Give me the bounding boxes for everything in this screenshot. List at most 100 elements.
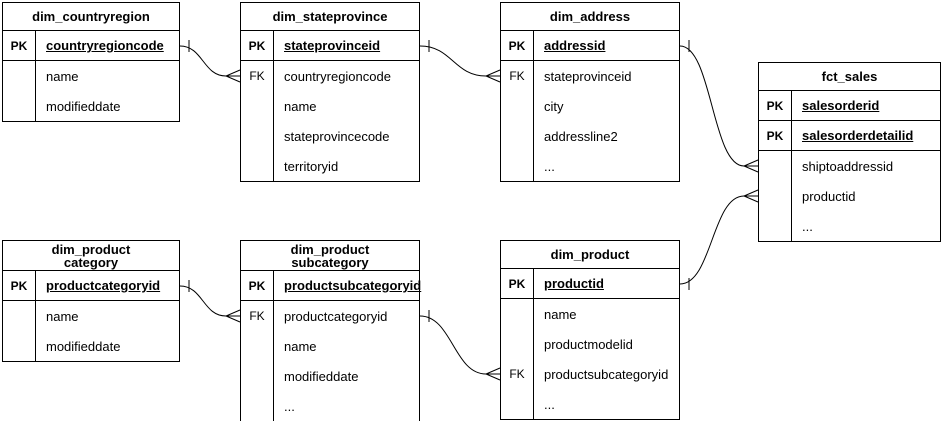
column-name: shiptoaddressid — [802, 158, 894, 174]
relationship-line[interactable] — [419, 315, 487, 375]
cardinality-many-crowfoot-icon — [484, 367, 501, 381]
column-name: name — [46, 68, 79, 84]
entity-dim-product-category[interactable]: dim_product category PK productcategoryi… — [2, 240, 180, 362]
fk-badge: FK — [241, 301, 274, 331]
key-badge — [501, 329, 534, 359]
entity-dim-product[interactable]: dim_product PK productid name productmod… — [500, 240, 680, 420]
table-row: modifieddate — [3, 331, 179, 361]
relationship-line[interactable] — [179, 45, 227, 77]
table-row: productmodelid — [501, 329, 679, 359]
table-row: PK salesorderdetailid — [759, 121, 940, 151]
table-row: PK stateprovinceid — [241, 31, 419, 61]
column-name: productcategoryid — [284, 308, 388, 324]
pk-badge: PK — [3, 31, 36, 60]
column-name: countryregioncode — [46, 38, 164, 53]
key-badge — [241, 121, 274, 151]
column-name: productsubcategoryid — [544, 366, 669, 382]
relationship-dim_countryregion--dim_stateprovince[interactable] — [179, 40, 241, 83]
table-row: addressline2 — [501, 121, 679, 151]
relationship-line[interactable] — [679, 195, 745, 285]
table-row: productid — [759, 181, 940, 211]
key-badge — [759, 181, 792, 211]
column-name: countryregioncode — [284, 68, 391, 84]
key-badge — [501, 91, 534, 121]
fk-badge: FK — [501, 359, 534, 389]
key-badge — [3, 61, 36, 91]
table-row: FK countryregioncode — [241, 61, 419, 91]
table-row: stateprovincecode — [241, 121, 419, 151]
column-name: modifieddate — [46, 98, 121, 114]
table-row: modifieddate — [3, 91, 179, 121]
relationship-dim_product-category--dim_product-subcategory[interactable] — [179, 280, 241, 323]
relationship-line[interactable] — [679, 45, 745, 167]
column-name: productid — [544, 276, 604, 291]
entity-dim-address[interactable]: dim_address PK addressid FK stateprovinc… — [500, 2, 680, 182]
column-name: salesorderdetailid — [802, 128, 914, 143]
table-row: PK productsubcategoryid — [241, 271, 422, 301]
cardinality-many-crowfoot-icon — [224, 69, 241, 83]
column-name: ... — [544, 396, 555, 412]
key-badge — [241, 391, 274, 421]
pk-badge: PK — [241, 271, 274, 300]
column-name: productsubcategoryid — [284, 278, 422, 293]
table-row: PK addressid — [501, 31, 679, 61]
cardinality-many-crowfoot-icon — [484, 69, 501, 83]
table-row: name — [3, 61, 179, 91]
entity-title: dim_address — [501, 3, 679, 31]
entity-title: dim_product category — [3, 241, 179, 271]
key-badge — [241, 331, 274, 361]
pk-badge: PK — [241, 31, 274, 60]
column-name: addressline2 — [544, 128, 618, 144]
column-name: addressid — [544, 38, 606, 53]
key-badge — [759, 211, 792, 241]
key-badge — [501, 389, 534, 419]
column-name: territoryid — [284, 158, 339, 174]
pk-badge: PK — [759, 91, 792, 120]
cardinality-many-crowfoot-icon — [224, 309, 241, 323]
column-name: name — [284, 98, 317, 114]
key-badge — [241, 361, 274, 391]
pk-badge: PK — [501, 269, 534, 298]
relationship-dim_stateprovince--dim_address[interactable] — [419, 40, 501, 83]
cardinality-many-crowfoot-icon — [742, 189, 759, 203]
pk-badge: PK — [501, 31, 534, 60]
pk-badge: PK — [3, 271, 36, 300]
column-name: modifieddate — [284, 368, 359, 384]
relationship-dim_product-subcategory--dim_product[interactable] — [419, 310, 501, 381]
key-badge — [241, 151, 274, 181]
column-name: ... — [802, 218, 813, 234]
entity-fct-sales[interactable]: fct_sales PK salesorderid PK salesorderd… — [758, 62, 941, 242]
key-badge — [3, 91, 36, 121]
entity-title: dim_countryregion — [3, 3, 179, 31]
table-row: ... — [501, 151, 679, 181]
relationship-dim_product--fct_sales[interactable] — [679, 189, 759, 290]
table-row: city — [501, 91, 679, 121]
cardinality-many-crowfoot-icon — [742, 159, 759, 173]
column-name: name — [46, 308, 79, 324]
table-row: PK productid — [501, 269, 679, 299]
column-name: ... — [284, 398, 295, 414]
key-badge — [501, 299, 534, 329]
entity-dim-countryregion[interactable]: dim_countryregion PK countryregioncode n… — [2, 2, 180, 122]
key-badge — [501, 121, 534, 151]
table-row: ... — [501, 389, 679, 419]
entity-title: dim_product — [501, 241, 679, 269]
relationship-line[interactable] — [179, 285, 227, 317]
table-row: PK countryregioncode — [3, 31, 179, 61]
relationship-dim_address--fct_sales[interactable] — [679, 40, 759, 173]
table-row: modifieddate — [241, 361, 419, 391]
table-row: name — [241, 331, 419, 361]
relationship-line[interactable] — [419, 45, 487, 77]
entity-dim-stateprovince[interactable]: dim_stateprovince PK stateprovinceid FK … — [240, 2, 420, 182]
column-name: stateprovinceid — [544, 68, 632, 84]
entity-dim-product-subcategory[interactable]: dim_product subcategory PK productsubcat… — [240, 240, 422, 421]
column-name: name — [284, 338, 317, 354]
table-row: ... — [759, 211, 940, 241]
table-row: FK stateprovinceid — [501, 61, 679, 91]
column-name: city — [544, 98, 564, 114]
table-row: name — [3, 301, 179, 331]
column-name: productcategoryid — [46, 278, 161, 293]
column-name: stateprovinceid — [284, 38, 381, 53]
fk-badge: FK — [241, 61, 274, 91]
